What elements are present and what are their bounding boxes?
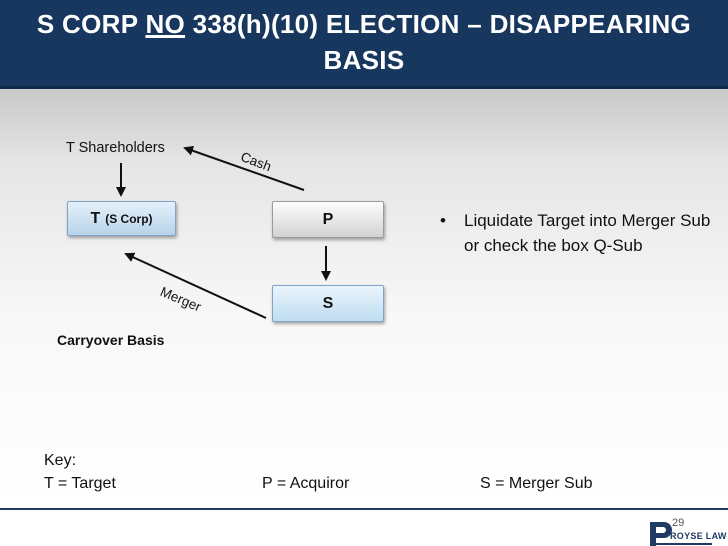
bullet-text: Liquidate Target into Merger Sub or chec… <box>464 211 711 255</box>
title-suffix: 338(h)(10) ELECTION – DISAPPEARING BASIS <box>185 9 692 75</box>
acquiror-box-label: P <box>322 210 334 228</box>
bullet-dot-icon: • <box>440 211 446 230</box>
title-prefix: S CORP <box>36 9 146 39</box>
carryover-basis-label: Carryover Basis <box>57 332 165 348</box>
target-box: T (S Corp) <box>67 201 176 236</box>
slide-title: S CORP NO 338(h)(10) ELECTION – DISAPPEA… <box>0 6 728 78</box>
target-box-label: T <box>90 209 101 227</box>
acquiror-box: P <box>272 201 384 238</box>
merger-sub-box-label: S <box>322 294 334 312</box>
bullet-item: • Liquidate Target into Merger Sub or ch… <box>440 208 714 258</box>
target-box-sublabel: (S Corp) <box>105 211 153 226</box>
t-shareholders-label: T Shareholders <box>66 140 165 156</box>
key-target: T = Target <box>44 475 116 492</box>
key-merger-sub: S = Merger Sub <box>480 475 593 492</box>
merger-sub-box: S <box>272 285 384 322</box>
royse-law-logo-icon <box>650 522 712 546</box>
logo-text: ROYSE LAW <box>670 531 727 541</box>
footer-rule <box>0 508 728 510</box>
slide-header <box>0 0 728 89</box>
title-emphasis: NO <box>145 9 186 39</box>
key-heading: Key: <box>44 452 77 469</box>
key-acquiror: P = Acquiror <box>262 475 350 492</box>
page-number: 29 <box>672 517 685 529</box>
